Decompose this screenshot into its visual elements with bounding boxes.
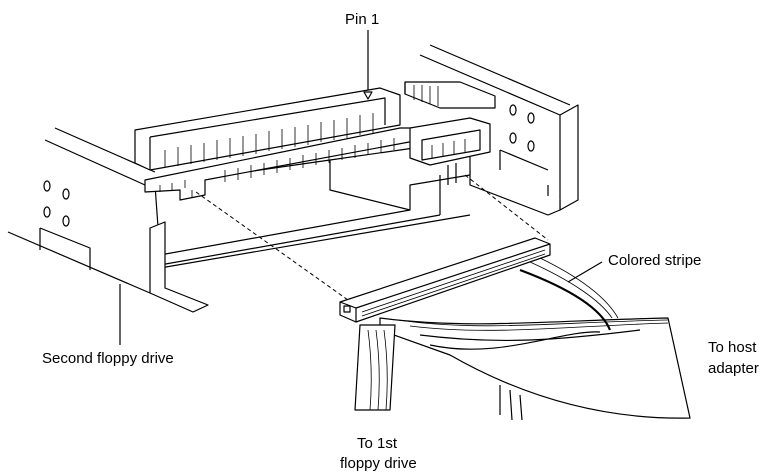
to-host-label-line2: adapter	[708, 360, 759, 377]
to-first-label-line2: floppy drive	[340, 455, 417, 472]
cable-connector	[339, 237, 551, 323]
to-first-label-line1: To 1st	[357, 435, 398, 452]
jumper-header	[404, 81, 496, 109]
ribbon-cable	[354, 257, 691, 421]
edge-connector	[134, 87, 421, 201]
stripe-leader	[567, 261, 603, 283]
power-connector	[409, 117, 491, 185]
colored-stripe-label: Colored stripe	[608, 252, 701, 269]
second-floppy-label: Second floppy drive	[42, 350, 174, 367]
to-host-label-line1: To host	[708, 339, 757, 356]
alignment-line-left	[195, 191, 349, 301]
first-floppy-drive	[419, 44, 579, 216]
alignment-line-right	[464, 174, 549, 241]
pin1-label: Pin 1	[345, 11, 379, 28]
